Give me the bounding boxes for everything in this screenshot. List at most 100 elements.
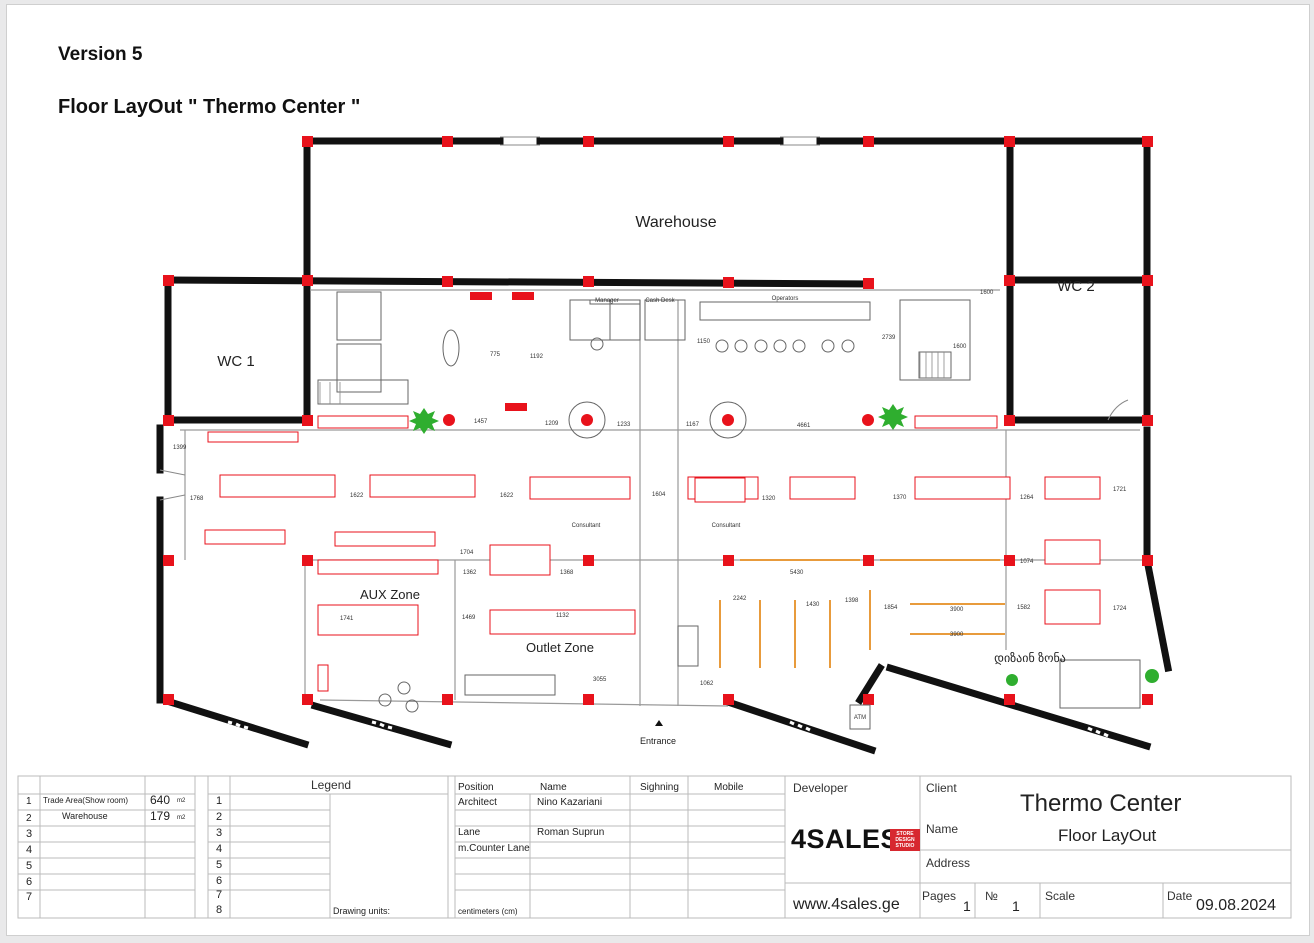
- date-value: 09.08.2024: [1196, 897, 1277, 914]
- legend-num: 3: [216, 827, 223, 839]
- pages-label: Pages: [922, 889, 957, 903]
- area-manager: Manager: [595, 298, 619, 304]
- shelving-orange: [719, 559, 1005, 668]
- area-row-num: 2: [26, 813, 32, 824]
- dimension: 1622: [350, 493, 364, 499]
- area-consultant-2: Consultant: [712, 523, 741, 529]
- staff-header-name: Name: [540, 782, 567, 793]
- dimension: 2739: [882, 335, 896, 341]
- windows: [159, 136, 1129, 501]
- legend-title: Legend: [311, 778, 352, 792]
- area-row-unit: m2: [177, 798, 186, 804]
- dimension: 1600: [953, 344, 967, 350]
- developer-label: Developer: [793, 781, 848, 795]
- dimension: 1192: [530, 354, 544, 360]
- dimension: 775: [490, 352, 501, 358]
- round-columns: [443, 414, 874, 426]
- room-aux: AUX Zone: [360, 587, 420, 602]
- dimension: 3900: [950, 607, 964, 613]
- stairs: [319, 352, 945, 404]
- dimension: 1209: [545, 421, 559, 427]
- dimension: 1768: [190, 496, 204, 502]
- room-wc1: WC 1: [217, 353, 255, 370]
- staff-header-signing: Sighning: [640, 782, 679, 793]
- area-cash-desk: Cash Desk: [645, 298, 675, 304]
- staff-position: m.Counter Lane: [458, 843, 530, 854]
- furniture: [317, 291, 1141, 730]
- dimension: 1233: [617, 422, 631, 428]
- address-label: Address: [926, 856, 971, 870]
- drawing-units-value: centimeters (cm): [458, 907, 518, 916]
- drawing-units-label: Drawing units:: [333, 906, 391, 916]
- room-design-zone: დიზაინ ზონა: [994, 651, 1066, 665]
- area-row-num: 6: [26, 876, 33, 888]
- area-row-num: 1: [26, 796, 32, 807]
- dimension: 1724: [1113, 606, 1127, 612]
- dimension: 1370: [893, 495, 907, 501]
- floor-plan: Warehouse WC 1 WC 2 AUX Zone Outlet Zone…: [156, 136, 1173, 755]
- room-outlet: Outlet Zone: [526, 640, 594, 655]
- staff-position: Architect: [458, 797, 497, 808]
- drawing-sheet: [6, 4, 1310, 936]
- staff-header-mobile: Mobile: [714, 782, 744, 793]
- dimension: 1368: [560, 570, 574, 576]
- developer-logo: 4SALES: [791, 824, 900, 854]
- dimension: 1150: [697, 339, 711, 345]
- staff-header-position: Position: [458, 782, 494, 793]
- staff-position: Lane: [458, 827, 481, 838]
- dimension: 3900: [950, 632, 964, 638]
- legend-num: 5: [216, 859, 223, 871]
- dimension: 1704: [460, 550, 474, 556]
- area-consultant-1: Consultant: [572, 523, 601, 529]
- dimension: 1062: [700, 681, 714, 687]
- area-row-num: 5: [26, 860, 33, 872]
- dimension: 1604: [652, 492, 666, 498]
- entrance-arrow-icon: [655, 720, 663, 726]
- dimension: 1469: [462, 615, 476, 621]
- dimension-labels: 1457 1209 1233 1167 4661 1622 1622 1604 …: [173, 290, 1127, 687]
- legend-num: 8: [216, 904, 223, 916]
- dimension: 1074: [1020, 559, 1034, 565]
- area-row-unit: m2: [177, 815, 186, 821]
- area-row-value: 179: [150, 809, 171, 823]
- dimension: 1430: [806, 602, 820, 608]
- columns: [163, 136, 1153, 705]
- dimension: 1854: [884, 605, 898, 611]
- pages-value: 1: [963, 898, 971, 914]
- version-label: Version 5: [58, 44, 143, 65]
- area-row-label: Warehouse: [62, 811, 108, 821]
- area-row-value: 640: [150, 793, 171, 807]
- legend-num: 1: [216, 795, 223, 807]
- room-warehouse: Warehouse: [635, 214, 716, 231]
- area-row-num: 4: [26, 844, 33, 856]
- dimension: 1167: [686, 422, 700, 428]
- website-link[interactable]: www.4sales.ge: [793, 896, 900, 913]
- number-label: №: [985, 889, 998, 903]
- shelving: [204, 415, 1101, 692]
- dimension: 1622: [500, 493, 514, 499]
- wall-marks: [227, 720, 1109, 738]
- dimension: 1600: [980, 290, 994, 296]
- dimension: 3055: [593, 677, 607, 683]
- dimension: 1264: [1020, 495, 1034, 501]
- room-wc2: WC 2: [1057, 278, 1095, 295]
- plant-icons: [409, 404, 1159, 686]
- legend-num: 4: [216, 843, 223, 855]
- dimension: 5430: [790, 570, 804, 576]
- legend-num: 7: [216, 889, 223, 901]
- entrance-label: Entrance: [640, 736, 676, 746]
- area-row-label: Trade Area(Show room): [43, 796, 129, 805]
- dimension: 1398: [845, 598, 859, 604]
- name-value: Floor LayOut: [1058, 826, 1157, 845]
- scale-label: Scale: [1045, 889, 1076, 903]
- staff-name: Roman Suprun: [537, 827, 605, 838]
- dimension: 1362: [463, 570, 477, 576]
- dimension: 1741: [340, 616, 354, 622]
- dimension: 4661: [797, 423, 811, 429]
- plan-title: Floor LayOut " Thermo Center ": [58, 96, 361, 118]
- legend-num: 2: [216, 811, 223, 823]
- legend-num: 6: [216, 875, 223, 887]
- area-row-num: 3: [26, 828, 33, 840]
- dimension: 1457: [474, 419, 488, 425]
